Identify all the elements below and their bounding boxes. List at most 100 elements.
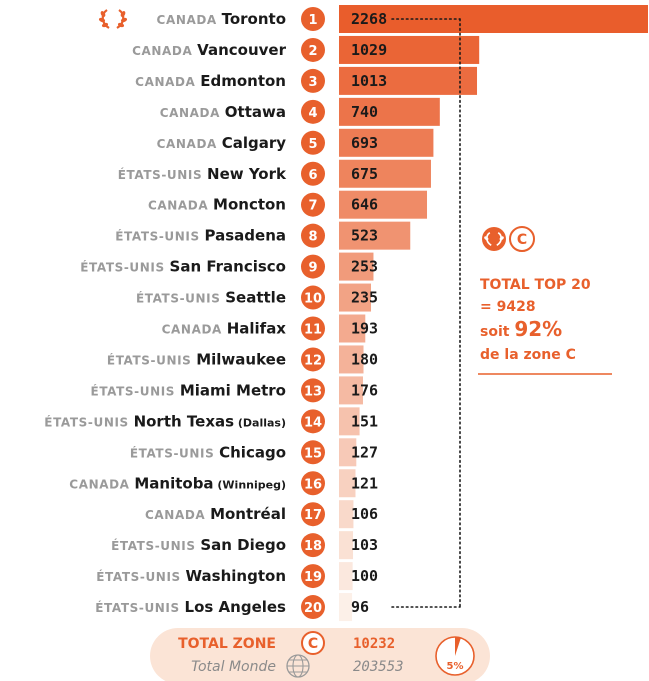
total-world-label: Total Monde (191, 659, 276, 675)
bar-14 (339, 407, 360, 436)
country-label: CANADA (132, 44, 197, 58)
row-label: ÉTATS-UNIS Miami Metro (91, 381, 286, 399)
country-label: CANADA (148, 199, 213, 213)
country-label: ÉTATS-UNIS (91, 383, 180, 398)
bar-20 (339, 593, 353, 622)
rank-badge (301, 347, 325, 372)
value-label: 121 (351, 474, 378, 492)
side-line4: de la zone C (480, 347, 576, 363)
dotted-connector (391, 18, 461, 608)
bar-13 (339, 376, 363, 405)
bar-7 (339, 190, 428, 219)
value-label: 176 (351, 381, 378, 399)
rank-label: 12 (304, 353, 322, 368)
laurel-icon (484, 232, 504, 247)
city-label: Miami Metro (180, 381, 286, 399)
globe-icon (286, 654, 310, 678)
value-label: 100 (351, 567, 378, 585)
bar-17 (339, 500, 354, 529)
value-label: 646 (351, 196, 378, 214)
bar-15 (339, 438, 357, 467)
city-sub-label: (Dallas) (234, 416, 286, 429)
table-row: 15 ÉTATS-UNIS Chicago 127 (130, 438, 378, 467)
row-label: ÉTATS-UNIS Milwaukee (107, 350, 286, 368)
city-label: Ottawa (225, 103, 286, 121)
city-label: Edmonton (200, 72, 286, 90)
country-label: ÉTATS-UNIS (44, 414, 133, 429)
rank-badge (301, 254, 325, 279)
side-note: C TOTAL TOP 20 = 9428 soit 92% de la zon… (478, 226, 612, 375)
rank-badge (301, 564, 325, 589)
value-label: 253 (351, 258, 378, 276)
rank-badge (301, 161, 325, 186)
bar-6 (339, 159, 431, 188)
bar-4 (339, 97, 440, 126)
rank-label: 7 (308, 199, 317, 214)
rank-label: 17 (304, 508, 322, 523)
row-label: CANADA Moncton (148, 196, 286, 214)
city-label: North Texas (134, 412, 235, 430)
row-label: CANADA Halifax (162, 320, 287, 338)
country-label: ÉTATS-UNIS (95, 600, 184, 615)
row-label: ÉTATS-UNIS North Texas (Dallas) (44, 412, 286, 430)
value-label: 235 (351, 289, 378, 307)
value-label: 2268 (351, 10, 387, 28)
rank-badge (301, 440, 325, 465)
total-world-value: 203553 (353, 659, 404, 675)
rank-label: 16 (304, 477, 322, 492)
row-label: CANADA Vancouver (132, 41, 286, 59)
total-zone-badge (301, 631, 325, 655)
row-label: ÉTATS-UNIS San Diego (111, 536, 286, 554)
rank-badge (301, 316, 325, 341)
country-label: CANADA (135, 75, 200, 89)
country-label: CANADA (160, 106, 225, 120)
city-label: Manitoba (134, 474, 213, 492)
rank-badge (301, 409, 325, 434)
value-label: 106 (351, 505, 378, 523)
bar-10 (339, 283, 372, 312)
table-row: 14 ÉTATS-UNIS North Texas (Dallas) 151 (44, 407, 378, 436)
country-label: ÉTATS-UNIS (115, 229, 204, 244)
rank-label: 18 (304, 539, 322, 554)
value-label: 96 (351, 598, 369, 616)
city-label: New York (207, 165, 287, 183)
row-label: CANADA Calgary (157, 134, 287, 152)
value-label: 523 (351, 227, 378, 245)
rank-label: 14 (304, 415, 322, 430)
country-label: ÉTATS-UNIS (136, 291, 225, 306)
rank-label: 4 (308, 106, 317, 121)
rank-badge (301, 502, 325, 527)
city-label: Chicago (219, 443, 286, 461)
rank-label: 15 (304, 446, 322, 461)
rank-label: 20 (304, 601, 322, 616)
value-label: 151 (351, 412, 378, 430)
side-zone-letter: C (517, 232, 527, 248)
value-label: 193 (351, 320, 378, 338)
rank-label: 1 (308, 13, 317, 28)
bar-2 (339, 35, 480, 64)
city-label: Pasadena (205, 227, 286, 245)
total-zone-label: TOTAL ZONE (178, 636, 276, 652)
laurel-badge (482, 227, 506, 251)
value-label: 127 (351, 443, 378, 461)
country-label: ÉTATS-UNIS (130, 445, 219, 460)
rank-label: 13 (304, 384, 322, 399)
side-line2: = 9428 (480, 299, 536, 315)
country-label: CANADA (157, 137, 222, 151)
zone-badge (509, 226, 535, 252)
rank-badge (301, 192, 325, 217)
row-label: ÉTATS-UNIS San Francisco (80, 258, 286, 276)
rank-badge (301, 223, 325, 248)
side-line1: TOTAL TOP 20 (480, 277, 591, 293)
city-label: Moncton (213, 196, 286, 214)
country-label: ÉTATS-UNIS (107, 352, 196, 367)
row-label: ÉTATS-UNIS Pasadena (115, 227, 286, 245)
